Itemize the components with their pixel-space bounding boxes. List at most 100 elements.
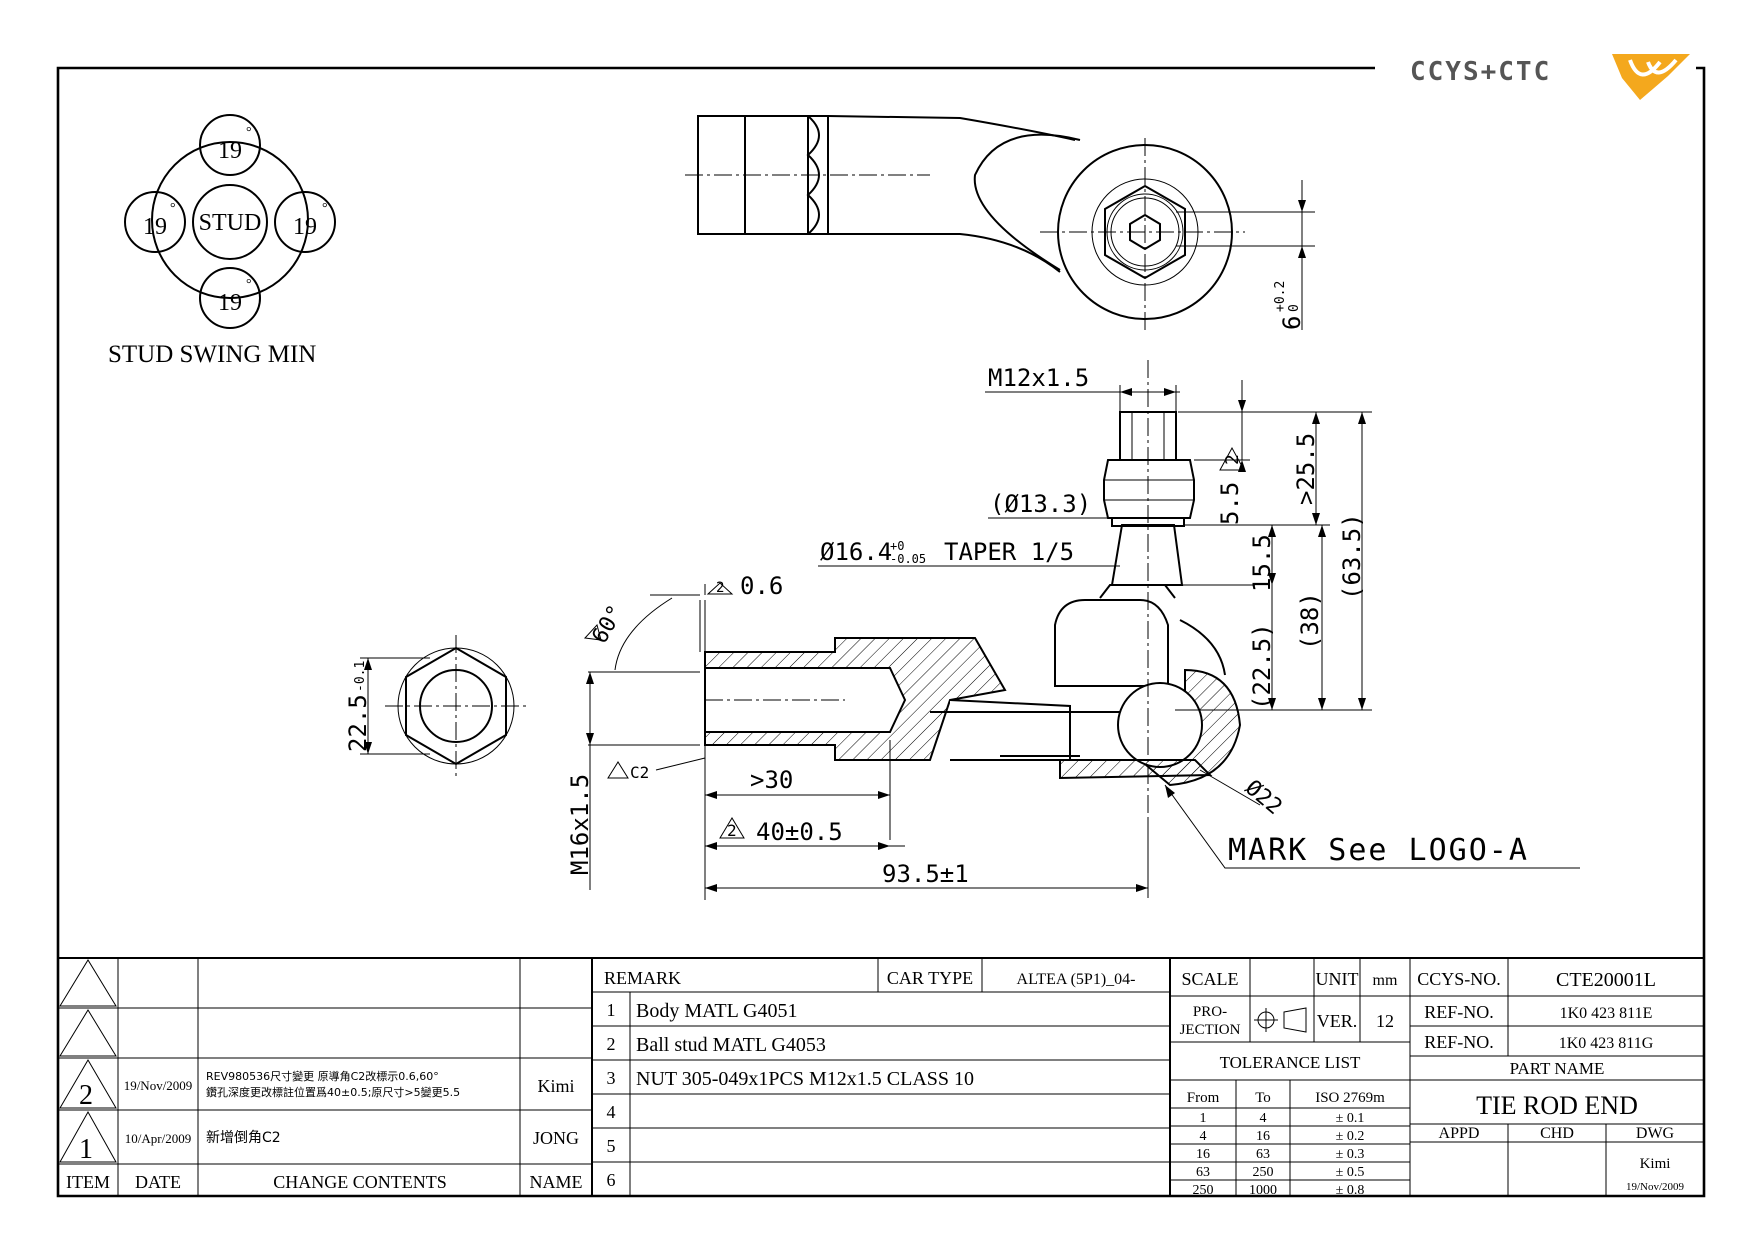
dim-dia-16-4: Ø16.4 [820,538,892,566]
dim-c2: C2 [630,763,649,782]
tol-from: 1 [1200,1111,1207,1126]
title-block: SCALE UNIT mm PRO- JECTION VER. 12 TOLER… [1169,957,1705,1198]
swing-angle-right: 19 [293,214,317,240]
remark-no: 1 [607,1000,616,1020]
tolerance-list-label: TOLERANCE LIST [1220,1053,1361,1072]
tol-to: 4 [1260,1111,1267,1126]
revision-table: 2 1 19/Nov/2009 10/Apr/2009 REV980536尺寸變… [57,957,593,1197]
dim-6: 6 [1278,316,1306,330]
rev-date-2: 19/Nov/2009 [124,1078,193,1093]
rev-item-1: 1 [79,1134,93,1165]
dwg-date: 19/Nov/2009 [1626,1181,1685,1193]
remark-table: REMARK CAR TYPE ALTEA (5P1)_04- 1 2 3 4 … [591,957,1171,1197]
ref-no-value-2: 1K0 423 811G [1559,1035,1654,1052]
dim-6-tol-up: +0.2 [1273,281,1288,312]
rev-content-2b: 鑽孔深度更改標註位置爲40±0.5;原尺寸>5變更5.5 [206,1085,460,1099]
rev-triangle-icon [607,761,629,779]
rev-content-2a: REV980536尺寸變更 原導角C2改標示0.6,60° [206,1069,439,1083]
tol-from: 16 [1196,1147,1210,1162]
swing-angle-left: 19 [143,214,167,240]
part-name-value: TIE ROD END [1476,1091,1638,1120]
rev-triangle-icon [719,817,745,839]
hex-end-view: 22.5 -0.1 [344,635,528,778]
car-type-label: CAR TYPE [887,968,973,988]
dim-dia-13-3: (Ø13.3) [990,490,1091,518]
ref-no-label-1: REF-NO. [1424,1002,1494,1022]
header-date: DATE [135,1172,181,1192]
swing-angle-top: 19 [218,138,242,164]
unit-label: UNIT [1316,969,1359,989]
unit-value: mm [1373,972,1398,989]
dim-m16: M16x1.5 [566,774,594,875]
part-name-label: PART NAME [1510,1059,1605,1078]
stud-swing-diagram: STUD 19 19 19 19 ° ° ° ° STUD SWING MIN [108,114,336,368]
logo-mark-icon [1612,54,1690,100]
rev-item-2: 2 [79,1080,93,1111]
rev-triangle-label: 2 [1222,454,1243,465]
remark-no: 2 [607,1034,616,1054]
ref-no-value-1: 1K0 423 811E [1560,1005,1653,1022]
dim-38: (38) [1296,592,1324,650]
scale-label: SCALE [1181,969,1238,989]
rev-name-1: JONG [533,1128,579,1148]
remark-label: REMARK [604,968,681,988]
rev-name-2: Kimi [537,1076,574,1096]
tol-to: 1000 [1249,1183,1277,1198]
remark-no: 6 [607,1170,616,1190]
tol-from: 63 [1196,1165,1210,1180]
ccys-no-value: CTE20001L [1556,969,1656,991]
dim-taper-text: TAPER 1/5 [944,538,1074,566]
dim-25-5: >25.5 [1292,433,1320,505]
ver-label: VER. [1317,1011,1358,1031]
dwg-label: DWG [1636,1125,1675,1142]
dim-40: 40±0.5 [756,818,843,846]
ref-no-label-2: REF-NO. [1424,1032,1494,1052]
chd-label: CHD [1540,1125,1574,1142]
dim-5-5: 5.5 [1216,482,1244,525]
dim-15-5: 15.5 [1248,534,1276,592]
rev-triangle-icon [1219,446,1245,471]
tol-value: ± 0.5 [1336,1165,1365,1180]
tol-header-to: To [1255,1090,1271,1106]
car-type-value: ALTEA (5P1)_04- [1017,971,1136,988]
projection-symbol-icon [1254,1007,1307,1033]
dim-taper-tol-up: +0 [890,539,904,553]
appd-label: APPD [1439,1125,1480,1142]
degree-symbol: ° [246,125,252,140]
rev-date-1: 10/Apr/2009 [125,1131,191,1146]
projection-label-2: JECTION [1180,1022,1241,1038]
remark-item-3: NUT 305-049x1PCS M12x1.5 CLASS 10 [636,1068,974,1090]
stud-center-label: STUD [199,210,262,236]
degree-symbol: ° [170,201,176,216]
dim-30: >30 [750,766,793,794]
top-view: 6 +0.2 0 [685,115,1315,330]
tol-header-iso: ISO 2769m [1315,1090,1385,1106]
remark-no: 4 [607,1102,616,1122]
tol-value: ± 0.2 [1336,1129,1365,1144]
dim-0-6: 0.6 [740,572,783,600]
rev-triangle-label: 2 [727,821,737,840]
company-logo: CCYS+CTC [1410,54,1690,100]
degree-symbol: ° [246,277,252,292]
logo-text: CCYS+CTC [1410,57,1551,87]
dim-22-5: (22.5) [1248,623,1276,710]
stud-swing-title: STUD SWING MIN [108,341,316,368]
remark-item-1: Body MATL G4051 [636,1000,797,1022]
side-section-view [704,360,1242,820]
dim-dia-22: Ø22 [1240,775,1287,820]
mark-note: MARK See LOGO-A [1228,833,1529,868]
dim-63-5: (63.5) [1338,513,1366,600]
dim-hex-22-5: 22.5 [344,694,372,752]
dim-hex-tol: -0.1 [353,661,368,692]
rev-triangle-label: 2 [716,580,724,596]
remark-no: 5 [607,1136,616,1156]
rev-triangle-icon [583,623,602,641]
dim-6-tol-dn: 0 [1287,304,1302,312]
tol-value: ± 0.1 [1336,1111,1365,1126]
remark-item-2: Ball stud MATL G4053 [636,1034,826,1056]
tol-to: 250 [1253,1165,1274,1180]
dim-93-5: 93.5±1 [882,860,969,888]
tol-from: 250 [1193,1183,1214,1198]
